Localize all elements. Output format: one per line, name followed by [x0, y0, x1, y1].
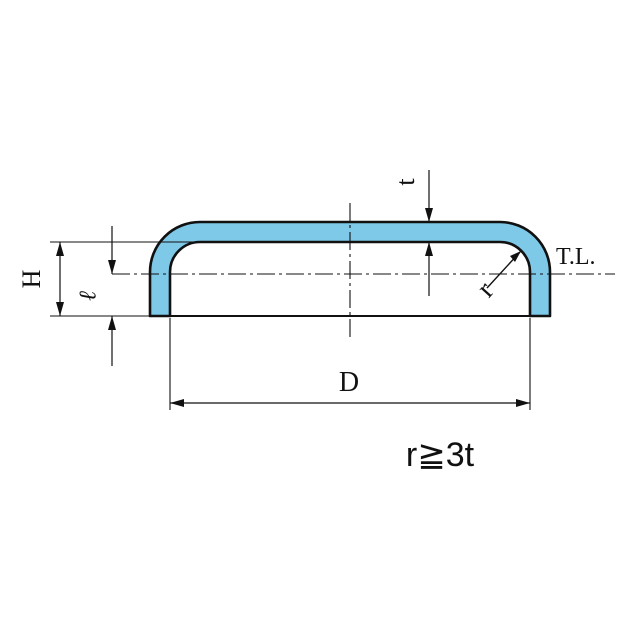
diameter-dimension	[169, 318, 531, 410]
radius-condition-text: r≧3t	[406, 436, 475, 474]
thickness-dimension	[425, 170, 433, 296]
straight-flange-label: ℓ	[76, 291, 102, 301]
thickness-label: t	[391, 178, 420, 186]
height-dimension	[50, 241, 198, 317]
straight-flange-dimension	[108, 226, 116, 366]
diameter-label: D	[339, 367, 359, 398]
radius-arrow	[486, 251, 521, 289]
height-label: H	[17, 269, 46, 288]
tangent-line-label: T.L.	[556, 244, 596, 270]
radius-label: r	[471, 275, 501, 303]
